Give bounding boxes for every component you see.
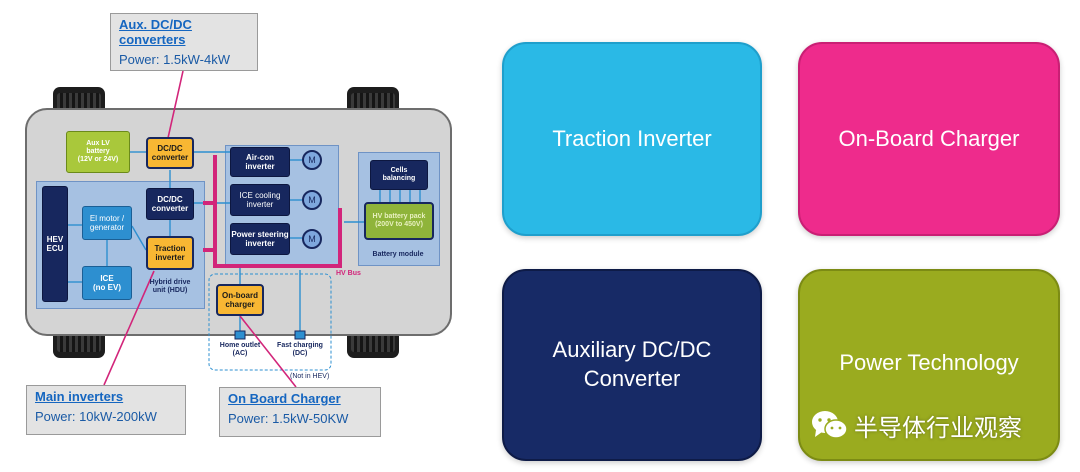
tile-aux-line2: Converter	[583, 366, 681, 391]
motor-power-steering: M	[302, 229, 322, 249]
wechat-icon	[812, 411, 848, 439]
fast-charging-label: Fast charging(DC)	[277, 342, 323, 358]
watermark: 半导体行业观察	[810, 405, 1060, 445]
home-outlet-label: Home outlet(AC)	[219, 342, 261, 358]
callout-main-power: Power: 10kW-200kW	[35, 408, 157, 424]
tile-onboard-charger: On-Board Charger	[798, 42, 1060, 236]
callout-main-title: Main inverters	[35, 389, 124, 404]
el-motor-generator: El motor /generator	[82, 206, 132, 240]
connection-lines	[68, 70, 421, 388]
ice-engine: ICE(no EV)	[82, 266, 132, 300]
motor-ice-cooling: M	[302, 190, 322, 210]
callout-obc-power: Power: 1.5kW-50KW	[228, 410, 349, 426]
charging-area-dashed	[208, 273, 332, 371]
hv-bus-label: HV Bus	[336, 270, 361, 277]
vehicle-diagram: Battery module	[0, 0, 480, 472]
battery-module-label: Battery module	[372, 251, 424, 258]
pointer-obc	[239, 315, 297, 388]
motor-aircon: M	[302, 150, 322, 170]
callout-on-board-charger: On Board Charger Power: 1.5kW-50KW	[219, 387, 381, 437]
callout-obc-title: On Board Charger	[228, 391, 341, 406]
not-in-hev-label: (Not in HEV)	[290, 373, 330, 380]
hv-bus-line	[213, 155, 342, 268]
home-outlet-connector	[234, 330, 246, 340]
link-motor-traction	[131, 225, 147, 251]
tile-traction-inverter: Traction Inverter	[502, 42, 762, 236]
callout-aux-power: Power: 1.5kW-4kW	[119, 51, 231, 67]
pointer-aux	[167, 70, 184, 139]
pointer-main	[103, 270, 155, 386]
tile-aux-dcdc-converter: Auxiliary DC/DC Converter	[502, 269, 762, 461]
hv-battery-pack: HV battery pack(200V to 450V)	[364, 202, 434, 240]
watermark-text: 半导体行业观察	[854, 413, 1022, 442]
callout-main-inverters: Main inverters Power: 10kW-200kW	[26, 385, 186, 435]
fast-charging-connector	[294, 330, 306, 340]
tile-aux-line1: Auxiliary DC/DC	[552, 337, 712, 363]
